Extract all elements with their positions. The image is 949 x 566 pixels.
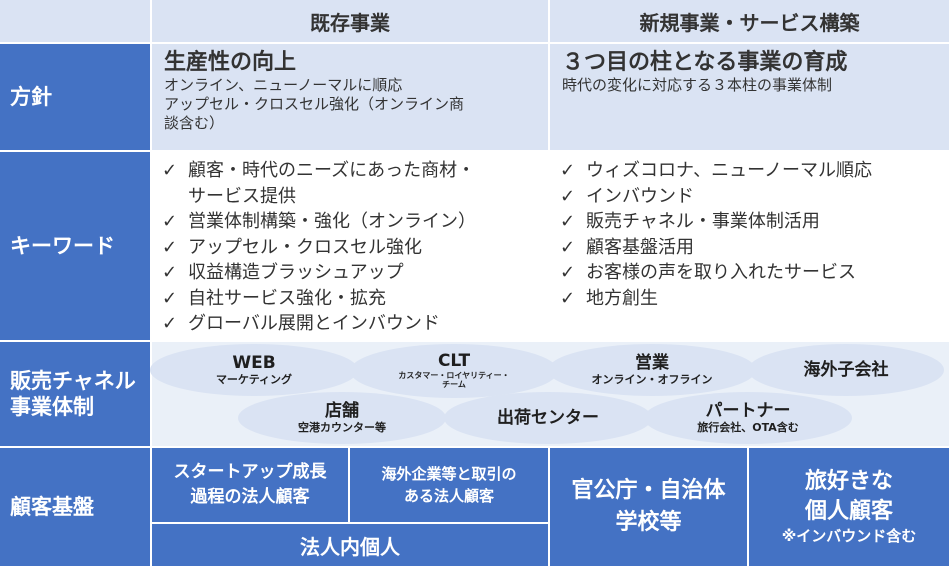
keyword-item: ✓ アップセル・クロスセル強化 <box>162 235 548 261</box>
channel-sales-sub: オンライン・オフライン <box>591 372 713 386</box>
customer-travelers: 旅好きな 個人顧客 ※インバウンド含む <box>749 448 949 566</box>
keyword-text: ウィズコロナ、ニューノーマル順応 <box>586 160 873 181</box>
customer-overseas: 海外企業等と取引の ある法人顧客 <box>350 448 548 522</box>
row-label-policy: 方針 <box>0 44 150 150</box>
keyword-text: 収益構造ブラッシュアップ <box>188 262 404 283</box>
customer-startup: スタートアップ成長 過程の法人顧客 <box>152 448 348 522</box>
row-label-channels-line: 事業体制 <box>10 395 94 419</box>
check-icon: ✓ <box>162 287 178 309</box>
channel-clt-sub: カスタマー・ロイヤリティー・ <box>398 371 510 381</box>
keyword-item: ✓ 販売チャネル・事業体制活用 <box>560 209 949 235</box>
customer-travelers-line: 旅好きな <box>804 468 893 494</box>
customer-overseas-line: ある法人顧客 <box>403 487 494 505</box>
row-label-channels: 販売チャネル 事業体制 <box>0 342 150 446</box>
keyword-text: 販売チャネル・事業体制活用 <box>586 211 820 232</box>
channel-web-sub: マーケティング <box>215 372 293 386</box>
policy-new-line: 時代の変化に対応する３本柱の事業体制 <box>562 76 833 95</box>
row-label-channels-line: 販売チャネル <box>10 368 136 393</box>
customer-travelers-line: 個人顧客 <box>804 498 893 524</box>
channel-clt: CLT カスタマー・ロイヤリティー・ チーム <box>350 344 558 398</box>
channel-shipping: 出荷センター <box>444 392 652 444</box>
channel-overseas: 海外子会社 <box>748 344 944 396</box>
check-icon: ✓ <box>162 313 178 334</box>
keyword-item: ✓ グローバル展開とインバウンド <box>162 311 548 337</box>
row-label-keywords: キーワード <box>0 152 150 340</box>
check-icon: ✓ <box>162 236 178 258</box>
keyword-text: 顧客基盤活用 <box>586 236 694 258</box>
keyword-text: 地方創生 <box>586 287 658 309</box>
policy-new-title: ３つ目の柱となる事業の育成 <box>562 50 848 75</box>
customer-public-line: 官公庁・自治体 <box>571 478 726 504</box>
check-icon: ✓ <box>560 262 576 283</box>
channel-clt-title: CLT <box>437 351 471 372</box>
policy-existing-line: 談含む） <box>164 113 225 132</box>
customer-corp-individuals: 法人内個人 <box>152 524 548 566</box>
keyword-item: ✓ 収益構造ブラッシュアップ <box>162 260 548 286</box>
channel-shipping-title: 出荷センター <box>497 407 599 428</box>
keyword-item: ✓ 顧客・時代のニーズにあった商材・サービス提供 <box>162 158 548 209</box>
channel-web-title: WEB <box>232 353 276 374</box>
customer-public: 官公庁・自治体 学校等 <box>550 448 747 566</box>
keywords-new: ✓ ウィズコロナ、ニューノーマル順応 ✓ インバウンド ✓ 販売チャネル・事業体制活用… <box>550 152 949 340</box>
check-icon: ✓ <box>560 236 576 258</box>
check-icon: ✓ <box>560 160 576 181</box>
header-corner <box>0 0 150 42</box>
channel-overseas-title: 海外子会社 <box>803 359 889 380</box>
check-icon: ✓ <box>560 211 576 232</box>
keyword-text: お客様の声を取り入れたサービス <box>586 262 856 283</box>
channel-store-title: 店舗 <box>325 401 359 422</box>
keyword-text: インバウンド <box>586 185 694 207</box>
keyword-text: 営業体制構築・強化（オンライン） <box>188 211 476 232</box>
customer-public-line: 学校等 <box>615 510 682 535</box>
channel-store-sub: 空港カウンター等 <box>298 420 386 434</box>
keyword-text: サービス提供 <box>188 185 296 207</box>
keyword-item: ✓ 顧客基盤活用 <box>560 235 949 261</box>
keyword-item: ✓ 営業体制構築・強化（オンライン） <box>162 209 548 235</box>
channel-partner-title: パートナー <box>705 401 791 422</box>
header-existing: 既存事業 <box>152 0 548 42</box>
channel-web: WEB マーケティング <box>150 344 358 396</box>
policy-existing-line: アップセル・クロスセル強化（オンライン商 <box>164 95 465 114</box>
check-icon: ✓ <box>560 185 576 207</box>
check-icon: ✓ <box>560 287 576 309</box>
keyword-text: 自社サービス強化・拡充 <box>188 287 386 309</box>
keyword-item: ✓ 自社サービス強化・拡充 <box>162 286 548 312</box>
check-icon: ✓ <box>162 262 178 283</box>
check-icon: ✓ <box>162 160 178 181</box>
keyword-item: ✓ お客様の声を取り入れたサービス <box>560 260 949 286</box>
keyword-text: 顧客・時代のニーズにあった商材・ <box>188 160 476 181</box>
channel-partner-sub: 旅行会社、OTA含む <box>697 420 799 434</box>
keyword-item: ✓ インバウンド <box>560 184 949 210</box>
channel-sales: 営業 オンライン・オフライン <box>548 344 756 396</box>
channel-sales-title: 営業 <box>635 353 669 374</box>
keyword-text: アップセル・クロスセル強化 <box>188 236 422 258</box>
policy-new: ３つ目の柱となる事業の育成 時代の変化に対応する３本柱の事業体制 <box>550 44 949 150</box>
row-label-customers: 顧客基盤 <box>0 448 150 566</box>
channel-partner: パートナー 旅行会社、OTA含む <box>644 392 852 444</box>
channel-clt-sub: チーム <box>442 380 466 390</box>
policy-existing: 生産性の向上 オンライン、ニューノーマルに順応 アップセル・クロスセル強化（オン… <box>152 44 548 150</box>
channel-store: 店舗 空港カウンター等 <box>238 392 446 444</box>
keyword-item: ✓ 地方創生 <box>560 286 949 312</box>
customer-startup-line: スタートアップ成長 <box>173 462 327 483</box>
customer-overseas-line: 海外企業等と取引の <box>381 464 517 483</box>
policy-existing-title: 生産性の向上 <box>164 50 297 75</box>
keyword-text: グローバル展開とインバウンド <box>188 313 440 334</box>
keyword-item: ✓ ウィズコロナ、ニューノーマル順応 <box>560 158 949 184</box>
check-icon: ✓ <box>162 211 178 232</box>
keywords-existing: ✓ 顧客・時代のニーズにあった商材・サービス提供 ✓ 営業体制構築・強化（オンライン… <box>152 152 548 340</box>
header-new: 新規事業・サービス構築 <box>550 0 949 42</box>
customer-travelers-note: ※インバウンド含む <box>781 527 917 546</box>
policy-existing-line: オンライン、ニューノーマルに順応 <box>164 76 403 95</box>
customer-startup-line: 過程の法人顧客 <box>190 487 310 507</box>
